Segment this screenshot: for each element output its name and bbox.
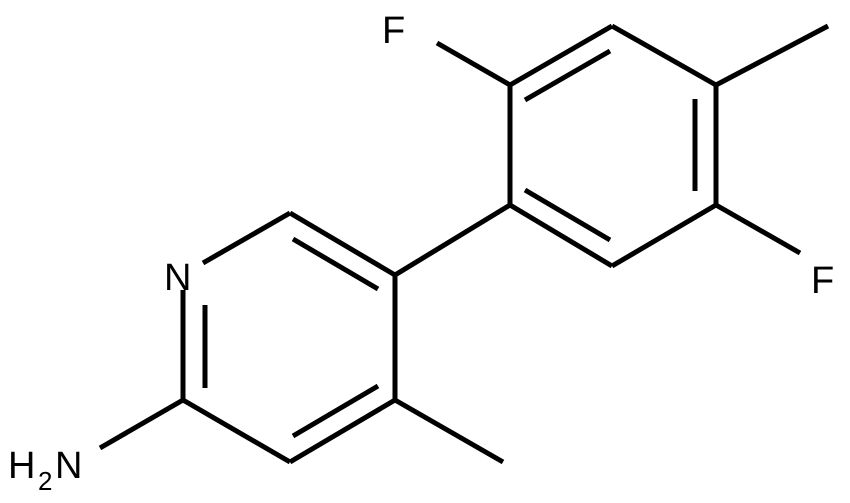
bond-c1-c2-inner (523, 48, 612, 103)
bond-c2-c3 (610, 23, 718, 88)
atom-fluorine-top: F (382, 10, 405, 52)
atom-nitrogen-ring: N (164, 257, 191, 299)
bonds (98, 23, 830, 465)
bond-c4-c5 (610, 202, 718, 269)
atom-amine-n: N (55, 445, 82, 487)
bond-p5-p6-inner (291, 236, 380, 292)
bond-p6-n1 (201, 210, 292, 266)
bond-c1-f (435, 40, 512, 88)
bond-c4-methyl (393, 397, 505, 465)
bond-c5-c6-inner (523, 187, 612, 243)
bond-c3-c4-inner (291, 383, 380, 439)
bond-biaryl (393, 202, 512, 278)
bond-c1-c2 (508, 23, 614, 88)
bond-c3-c4 (288, 397, 397, 465)
bond-c4-f (714, 202, 802, 256)
atom-amine-h: H (8, 445, 35, 487)
bond-c3-methyl (714, 23, 830, 88)
bond-c5-c6 (508, 202, 614, 269)
atom-fluorine-right: F (811, 260, 834, 302)
bond-p5-p6 (288, 210, 397, 278)
atom-labels: F F N H 2 N (8, 10, 834, 496)
bond-c2-c3 (181, 397, 292, 465)
atom-amine-subscript: 2 (38, 466, 52, 496)
bond-c2-nh2 (98, 397, 185, 451)
